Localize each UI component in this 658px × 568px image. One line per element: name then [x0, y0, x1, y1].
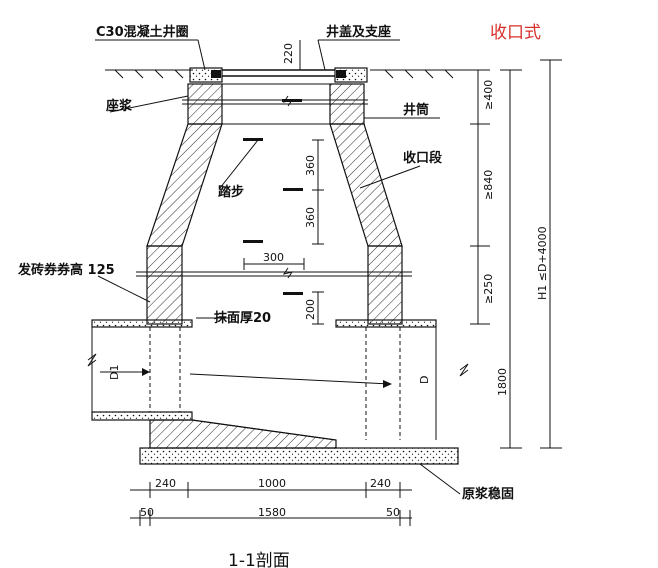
dim-1800: 1800 — [496, 368, 509, 396]
label-arch: 发砖券券高 125 — [17, 262, 115, 278]
bottom-dimensions — [130, 482, 412, 526]
label-base: 原浆稳固 — [462, 486, 514, 502]
dim-400: ≥400 — [482, 80, 495, 110]
pipe-in-label: D1 — [108, 365, 121, 380]
label-steps: 踏步 — [218, 184, 244, 200]
reducer-walls — [146, 123, 403, 247]
ladder-steps — [243, 99, 303, 295]
inner-dimensions — [243, 139, 324, 325]
dim-50-left: 50 — [140, 506, 154, 519]
style-label: 收口式 — [490, 23, 541, 43]
dim-360-upper: 360 — [304, 155, 317, 176]
label-mortar: 座浆 — [105, 98, 133, 114]
right-dimensions — [299, 40, 562, 449]
dim-1580: 1580 — [258, 506, 286, 519]
ground-line — [105, 69, 475, 79]
shaft-walls-lower — [146, 245, 403, 325]
section-caption: 1-1剖面 — [228, 551, 290, 568]
dim-50-right: 50 — [386, 506, 400, 519]
dim-240-left: 240 — [155, 477, 176, 490]
manhole-cover — [189, 67, 368, 83]
dim-h1: H1 ≤D+4000 — [536, 226, 549, 300]
dim-240-right: 240 — [370, 477, 391, 490]
leader-lines — [95, 39, 461, 495]
dim-300: 300 — [263, 251, 284, 264]
break-lines — [136, 95, 412, 279]
label-shaft: 井筒 — [403, 102, 429, 118]
pipes — [87, 319, 469, 441]
pipe-out-label: D — [418, 376, 431, 384]
dim-1000: 1000 — [258, 477, 286, 490]
dim-250: ≥250 — [482, 274, 495, 304]
dim-200: 200 — [304, 299, 317, 320]
label-cover: 井盖及支座 — [326, 24, 391, 40]
dim-840: ≥840 — [482, 170, 495, 200]
dim-220: 220 — [282, 43, 295, 64]
base-concrete — [139, 419, 459, 465]
dim-360-lower: 360 — [304, 207, 317, 228]
label-ring: C30混凝土井圈 — [96, 24, 189, 40]
label-reducer: 收口段 — [403, 150, 442, 166]
label-plaster: 抹面厚20 — [214, 310, 271, 326]
